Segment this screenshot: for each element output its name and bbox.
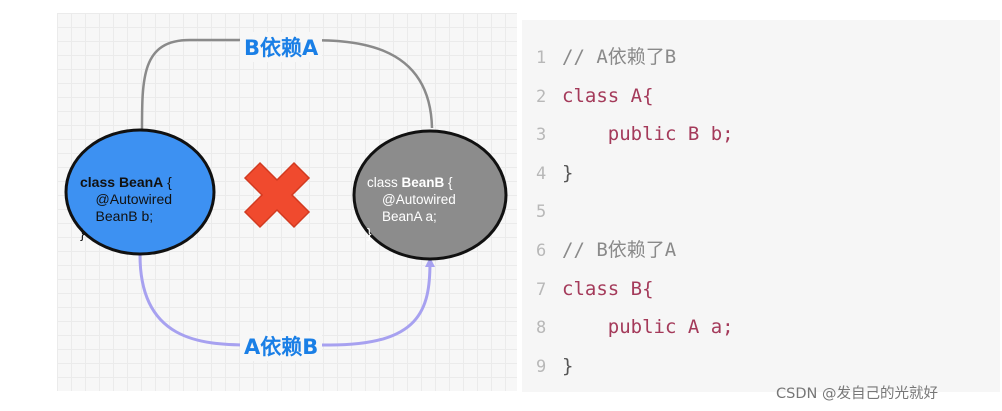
- code-line-5: 5: [536, 202, 547, 222]
- bean-a-line2: @Autowired: [80, 191, 173, 207]
- label-b-depends-a: B依赖A: [240, 32, 323, 62]
- watermark: CSDN @发自己的光就好: [776, 386, 938, 402]
- bean-a-name: BeanA: [118, 174, 164, 190]
- bean-a-line1-prefix: class: [80, 174, 119, 190]
- label-a-depends-b: A依赖B: [240, 331, 323, 361]
- bean-b-line4: }: [367, 226, 372, 241]
- code-line-9: 9}: [536, 355, 574, 377]
- bean-b-line3: BeanA a;: [367, 209, 437, 224]
- bean-a-node: [64, 128, 216, 256]
- bean-b-line1-prefix: class: [367, 175, 402, 190]
- bean-b-line1-suffix: {: [444, 175, 453, 190]
- bean-b-name: BeanB: [401, 175, 445, 190]
- bean-a-line1-suffix: {: [163, 174, 172, 190]
- bean-a-line4: }: [80, 225, 85, 241]
- bean-b-code: class BeanB { @Autowired BeanA a; }: [367, 157, 456, 242]
- code-panel: [522, 20, 1000, 392]
- bean-b-line2: @Autowired: [367, 192, 456, 207]
- code-line-1: 1// A依赖了B: [536, 46, 677, 68]
- bean-b-node: [352, 129, 508, 261]
- bean-a-code: class BeanA { @Autowired BeanB b; }: [80, 157, 172, 242]
- code-line-8: 8 public A a;: [536, 316, 734, 338]
- code-line-4: 4}: [536, 162, 574, 184]
- bean-a-line3: BeanB b;: [80, 208, 154, 224]
- code-line-3: 3 public B b;: [536, 123, 734, 145]
- code-line-6: 6// B依赖了A: [536, 239, 677, 261]
- x-mark-icon: [243, 161, 311, 229]
